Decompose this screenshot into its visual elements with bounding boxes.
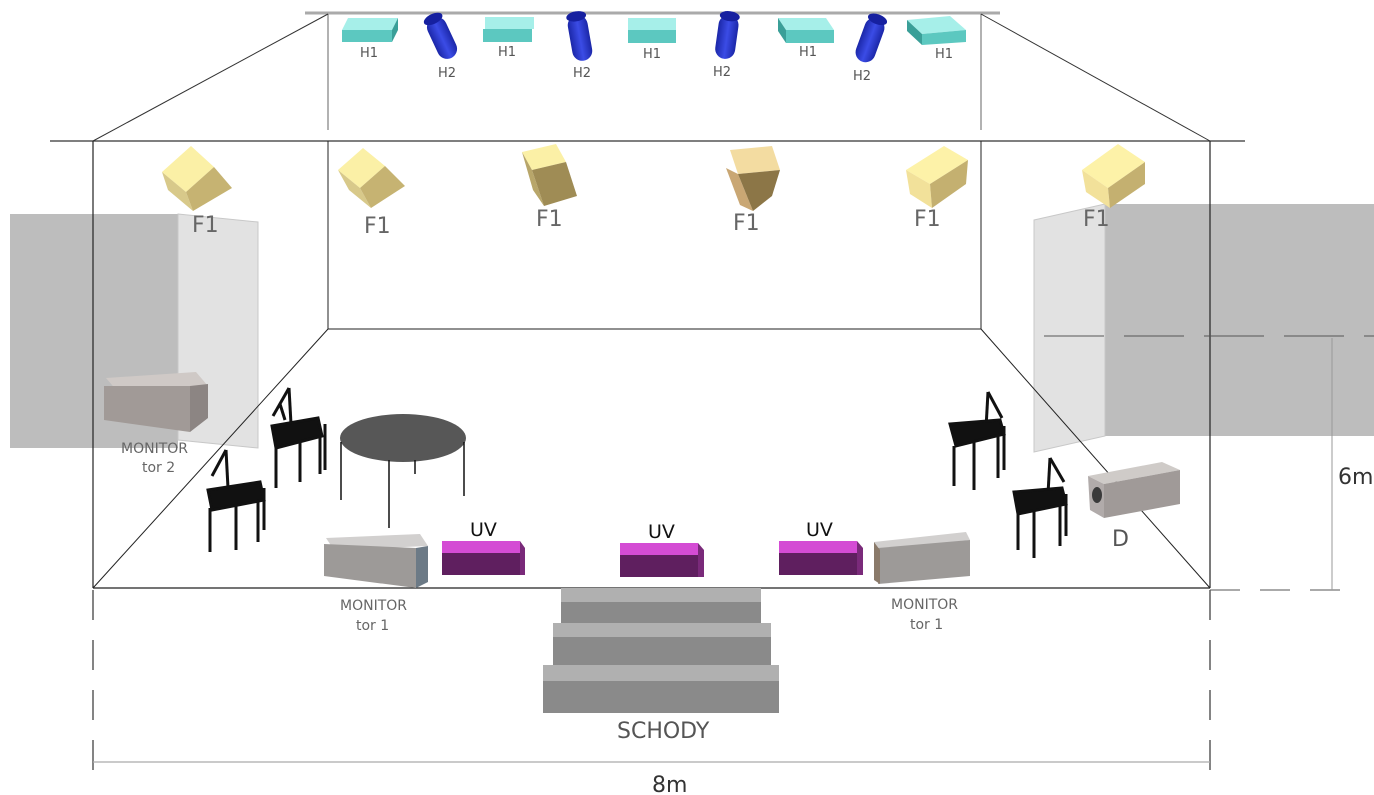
h1-light <box>778 18 834 43</box>
h2-label: H2 <box>573 66 591 81</box>
f1-light <box>522 144 577 206</box>
f1-light <box>1082 144 1145 208</box>
f1-label: F1 <box>733 211 760 236</box>
f1-label: F1 <box>192 213 219 238</box>
chair <box>948 391 1006 490</box>
uv-light <box>620 543 704 577</box>
height-label: 6m <box>1338 465 1373 490</box>
device-d-label: D <box>1112 527 1129 552</box>
right-side-door <box>1033 203 1106 453</box>
h1-label: H1 <box>498 45 516 60</box>
rig-line-diag-right <box>980 13 1211 142</box>
uv-label: UV <box>648 521 675 543</box>
width-label: 8m <box>652 773 687 795</box>
stairs-label: SCHODY <box>617 719 710 744</box>
f1-light <box>726 146 780 211</box>
chair <box>206 449 266 552</box>
monitor-tor1-right-line2: tor 1 <box>910 617 943 633</box>
uv-label: UV <box>806 519 833 541</box>
h1-light <box>907 16 966 45</box>
width-dimension <box>92 590 1211 782</box>
h2-light <box>855 13 888 63</box>
chair <box>1012 457 1068 558</box>
h1-label: H1 <box>935 47 953 62</box>
right-side-panel <box>1105 204 1374 436</box>
f1-label: F1 <box>536 207 563 232</box>
monitor-tor1-right-line1: MONITOR <box>891 597 958 613</box>
f1-light <box>338 148 405 208</box>
f1-label: F1 <box>914 207 941 232</box>
h1-label: H1 <box>360 46 378 61</box>
monitor-front-right <box>874 532 970 584</box>
h2-label: H2 <box>853 69 871 84</box>
monitor-tor1-left-line1: MONITOR <box>340 598 407 614</box>
h1-light <box>628 18 676 43</box>
monitor-front-left <box>324 534 428 588</box>
h2-light <box>566 11 593 61</box>
h2-label: H2 <box>713 65 731 80</box>
f1-label: F1 <box>1083 207 1110 232</box>
h1-label: H1 <box>799 45 817 60</box>
h2-light <box>715 11 740 59</box>
f1-label: F1 <box>364 214 391 239</box>
h2-light <box>423 12 458 59</box>
chair <box>270 387 327 488</box>
uv-light <box>779 541 863 575</box>
rig-line-diag-left <box>92 13 329 142</box>
floor-edge-right <box>980 328 1211 589</box>
monitor-tor2-line1: MONITOR <box>121 441 188 457</box>
h2-label: H2 <box>438 66 456 81</box>
uv-label: UV <box>470 519 497 541</box>
stairs <box>543 588 779 713</box>
h1-light <box>342 18 398 42</box>
uv-light <box>442 541 525 575</box>
monitor-tor1-left-line2: tor 1 <box>356 618 389 634</box>
f1-light <box>162 146 232 211</box>
floor-edge-left <box>92 328 329 589</box>
h1-light <box>483 17 534 42</box>
f1-light <box>906 146 968 208</box>
device-d <box>1088 462 1180 518</box>
height-dimension <box>1044 335 1374 591</box>
h1-label: H1 <box>643 47 661 62</box>
monitor-tor2-line2: tor 2 <box>142 460 175 476</box>
monitor-tor2 <box>104 372 208 432</box>
table <box>340 414 466 528</box>
